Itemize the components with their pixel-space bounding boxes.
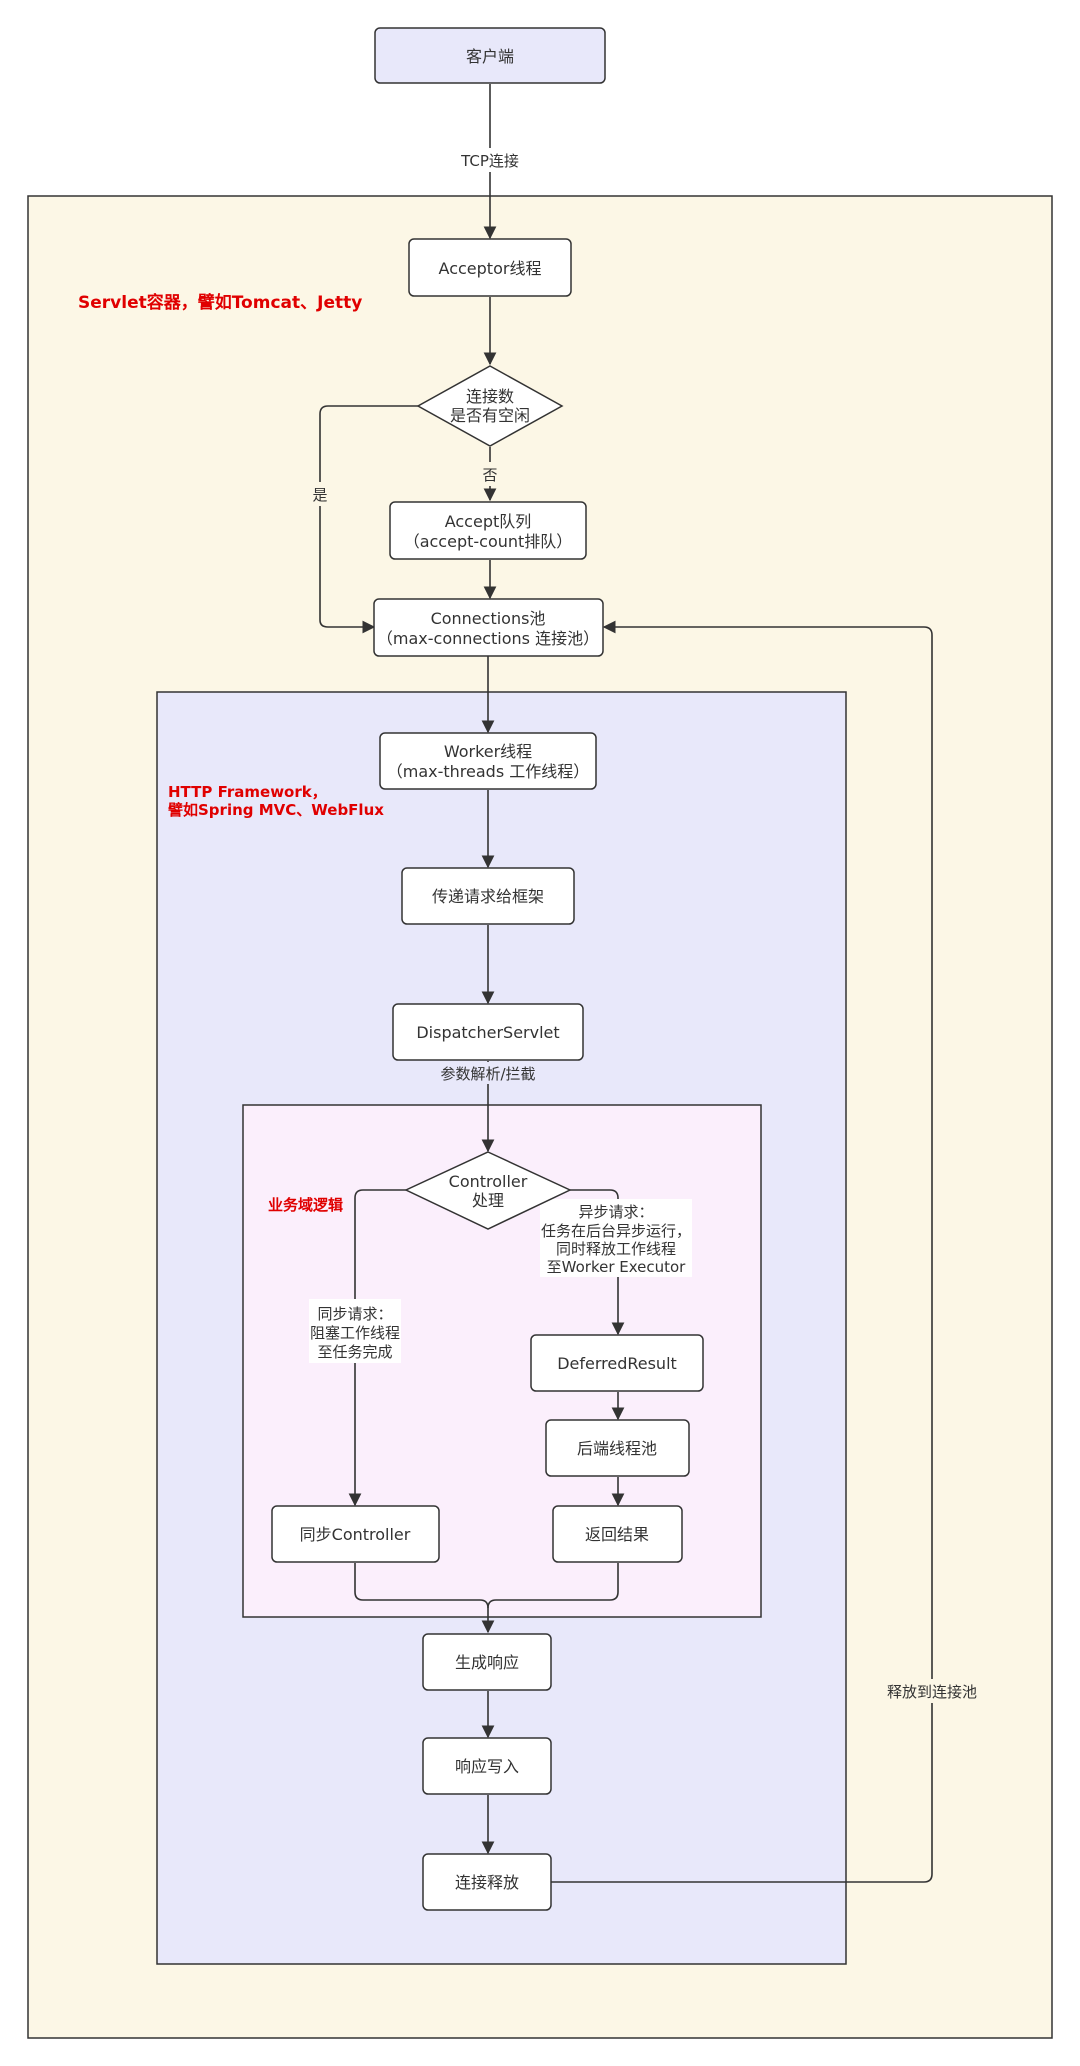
write-response-label: 响应写入 (455, 1757, 519, 1776)
backend-pool-node (545, 1419, 690, 1477)
client-node-label: 客户端 (466, 47, 514, 66)
edge-label-yes: 是 (312, 486, 327, 504)
edge-label-sync-line2: 阻塞工作线程 (310, 1324, 400, 1342)
controller-label-line1: Controller (449, 1172, 528, 1191)
deferred-result-label: DeferredResult (557, 1354, 677, 1373)
sync-controller-label: 同步Controller (300, 1525, 411, 1544)
dispatcher-label: DispatcherServlet (416, 1023, 559, 1042)
edge-label-sync-line3: 至任务完成 (317, 1343, 392, 1361)
sync-controller-node (271, 1505, 440, 1563)
edge-label-async-line1: 异步请求： (578, 1203, 653, 1221)
release-conn-label: 连接释放 (455, 1873, 519, 1892)
edge-label-param: 参数解析/拦截 (440, 1065, 535, 1083)
accept-queue-label-line2: （accept-count排队） (404, 532, 573, 551)
conn-pool-label-line2: （max-connections 连接池） (377, 629, 599, 648)
edge-check-pool (319, 405, 418, 634)
servlet-container-label: Servlet容器，譬如Tomcat、Jetty (78, 292, 362, 313)
edge-controller-sync (348, 1189, 406, 1507)
edge-return-merge (487, 1563, 619, 1609)
conn-check-decision (416, 365, 564, 447)
framework-container-label-line1: HTTP Framework， (168, 783, 327, 801)
acceptor-node-label: Acceptor线程 (439, 259, 542, 278)
worker-label-line1: Worker线程 (444, 742, 532, 761)
gen-response-label: 生成响应 (455, 1653, 519, 1672)
gen-response-node (422, 1633, 552, 1691)
accept-queue-node (389, 501, 587, 560)
framework-container-label-line2: 譬如Spring MVC、WebFlux (168, 801, 384, 819)
business-container-label: 业务域逻辑 (268, 1196, 343, 1214)
edge-label-async-line2: 任务在后台异步运行， (541, 1222, 691, 1240)
client-node (374, 27, 606, 84)
edge-sync-merge (354, 1563, 495, 1634)
edge-label-async-line3: 同时释放工作线程 (556, 1240, 676, 1258)
edge-label-sync-line1: 同步请求： (317, 1305, 392, 1323)
acceptor-node (408, 238, 572, 297)
edge-controller-deferred (570, 1189, 625, 1336)
edge-release-pool (551, 620, 933, 1883)
return-result-node (552, 1505, 683, 1563)
conn-pool-label-line1: Connections池 (431, 609, 546, 628)
worker-label-line2: （max-threads 工作线程） (387, 762, 590, 781)
edge-label-async-line4: 至Worker Executor (547, 1258, 687, 1276)
accept-queue-label-line1: Accept队列 (445, 512, 532, 531)
write-response-node (422, 1737, 552, 1795)
worker-node (379, 732, 597, 790)
deferred-result-node (530, 1334, 704, 1392)
conn-pool-node (373, 598, 604, 657)
edge-label-tcp: TCP连接 (460, 152, 519, 170)
dispatcher-node (392, 1003, 584, 1061)
return-result-label: 返回结果 (585, 1525, 649, 1544)
conn-check-label-line2: 是否有空闲 (450, 406, 530, 425)
edge-label-no: 否 (482, 466, 497, 484)
backend-pool-label: 后端线程池 (577, 1439, 657, 1458)
release-conn-node (422, 1853, 552, 1911)
pass-request-node (401, 867, 575, 925)
controller-decision (404, 1151, 572, 1230)
controller-label-line2: 处理 (472, 1191, 504, 1210)
pass-request-label: 传递请求给框架 (432, 887, 544, 906)
edge-label-release-to-pool: 释放到连接池 (887, 1683, 977, 1701)
conn-check-label-line1: 连接数 (466, 387, 514, 406)
